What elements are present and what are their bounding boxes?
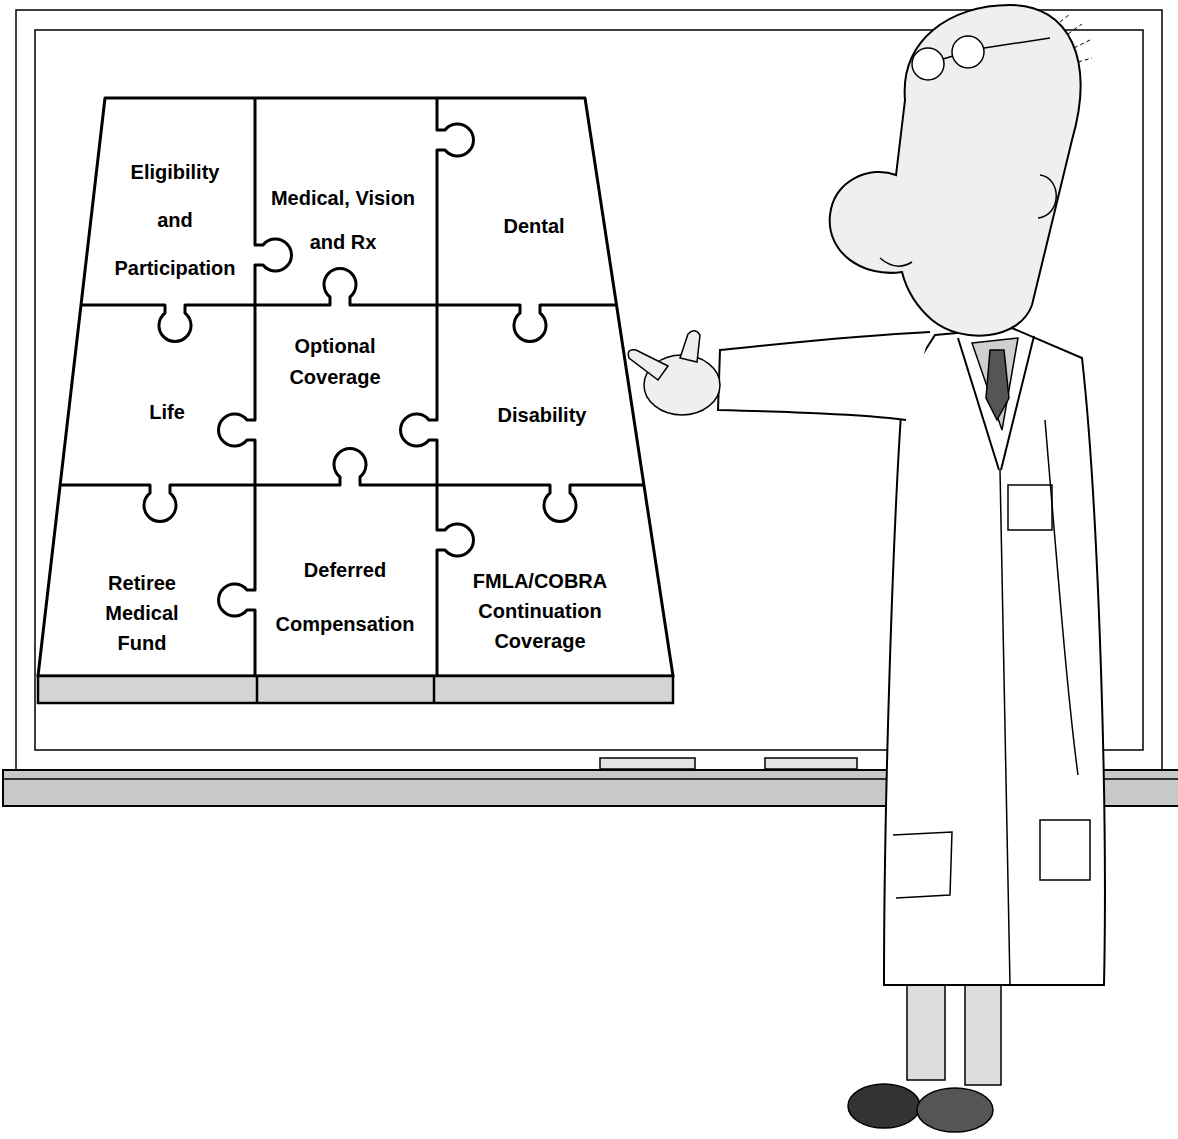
sleeve-fill: [718, 332, 930, 420]
puzzle-seam: [81, 269, 617, 342]
pointing-finger: [628, 350, 668, 380]
hair-strands: [1060, 14, 1092, 62]
glasses-lens: [912, 48, 944, 80]
sleeve-edge: [718, 332, 930, 420]
chest-pocket: [1008, 485, 1052, 530]
puzzle-piece: Retiree Medical Fund: [97, 568, 187, 658]
eraser: [600, 758, 695, 769]
eraser: [765, 758, 857, 769]
puzzle-seam: [401, 98, 474, 676]
ear: [1038, 175, 1056, 218]
smile: [880, 258, 912, 266]
puzzle-piece: Disability: [482, 403, 602, 427]
puzzle-base-divider: [433, 676, 436, 703]
puzzle-seam: [219, 98, 292, 676]
piece-label: Optional Coverage: [280, 331, 390, 393]
thumb: [680, 331, 700, 362]
shirt-collar: [972, 338, 1018, 430]
piece-label: Dental: [484, 214, 584, 238]
puzzle-piece: Eligibility and Participation: [113, 148, 238, 292]
head: [830, 5, 1081, 336]
piece-label: Medical, Vision and Rx: [261, 176, 426, 264]
puzzle-piece: Deferred Compensation: [270, 543, 420, 651]
lapel: [958, 338, 999, 470]
lapel: [1001, 336, 1034, 470]
glasses-lens: [952, 36, 984, 68]
piece-label: Life: [127, 400, 207, 424]
puzzle-group: [38, 98, 673, 676]
lab-coat: [884, 328, 1105, 985]
puzzle-piece: Life: [127, 400, 207, 424]
hanging-sleeve: [1045, 420, 1078, 775]
puzzle-base-divider: [256, 676, 259, 703]
scientist: [628, 5, 1105, 1132]
puzzle-piece: Optional Coverage: [280, 331, 390, 393]
piece-label: Disability: [482, 403, 602, 427]
piece-label: FMLA/COBRA Continuation Coverage: [470, 566, 610, 656]
leg: [907, 975, 945, 1080]
piece-label: Deferred Compensation: [270, 543, 420, 651]
coat-pocket: [893, 832, 952, 898]
shoe: [917, 1088, 993, 1132]
puzzle-piece: FMLA/COBRA Continuation Coverage: [470, 566, 610, 656]
piece-label: Eligibility and Participation: [113, 148, 238, 292]
puzzle-outline: [38, 98, 673, 676]
coat-pocket: [1040, 820, 1090, 880]
puzzle-seam: [60, 449, 644, 522]
piece-label: Retiree Medical Fund: [97, 568, 187, 658]
puzzle-piece: Dental: [484, 214, 584, 238]
puzzle-piece: Medical, Vision and Rx: [261, 176, 426, 264]
glasses-bridge: [943, 38, 1050, 59]
leg: [965, 975, 1001, 1085]
shoe: [848, 1084, 920, 1128]
tie: [986, 350, 1009, 420]
coat-front: [1000, 470, 1010, 985]
puzzle-base: [38, 676, 673, 703]
